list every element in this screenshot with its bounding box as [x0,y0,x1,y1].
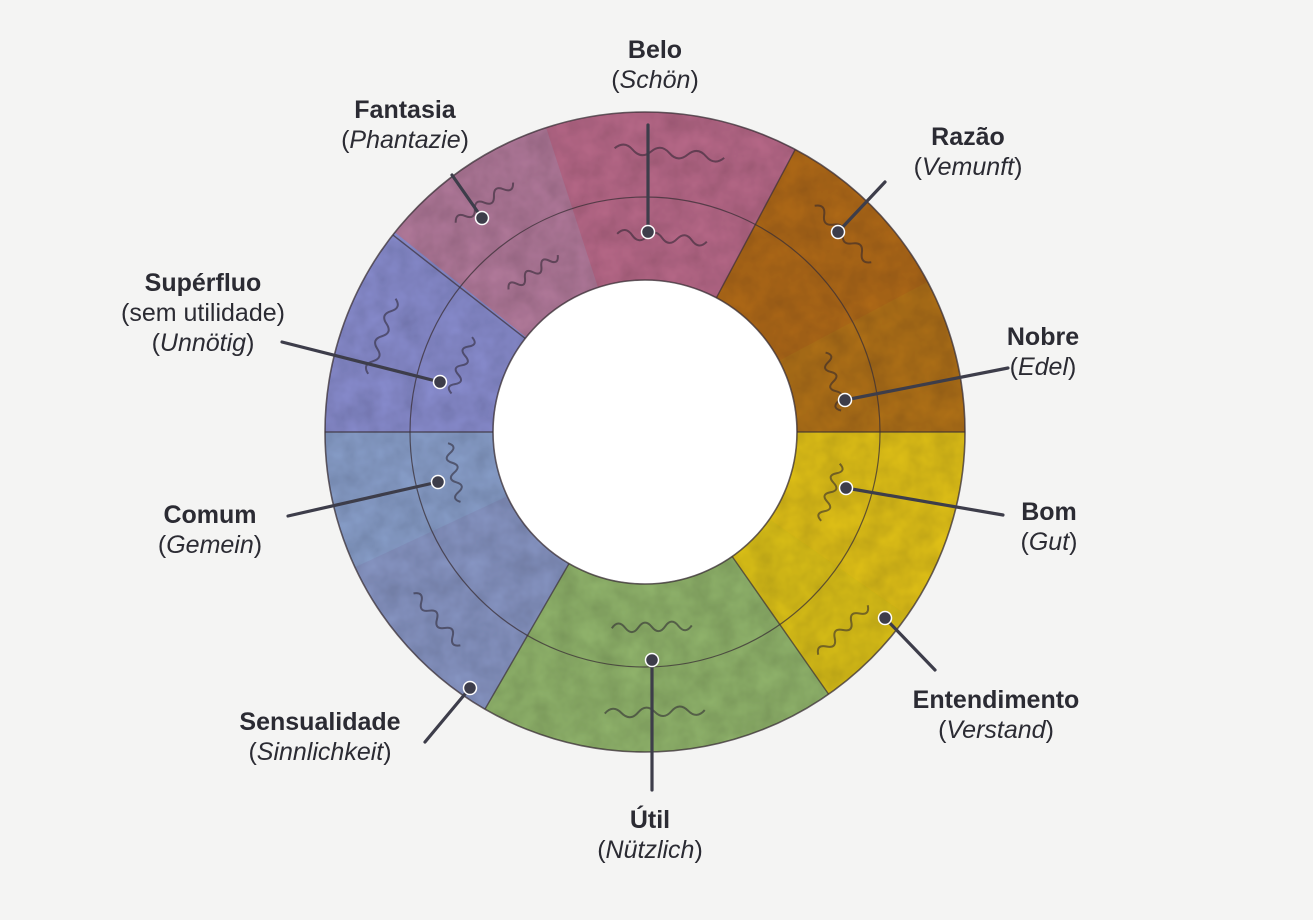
segment-divider [392,234,526,339]
label-fantasia: Fantasia (Phantazie) [341,96,469,154]
handwriting-mark [611,620,693,634]
label-entendimento: Entendimento (Verstand) [912,686,1080,744]
leader-line-fantasia [450,173,484,220]
handwriting-mark [613,143,725,163]
handwriting-mark [816,605,870,655]
leader-line-entendimento [883,616,937,672]
segment-bom [768,432,965,619]
label-razao: Razão (Vemunft) [913,123,1023,181]
leader-dot-razao [830,224,846,240]
label-superfluo-pt: Supérfluo [144,269,262,297]
handwriting-mark [454,182,515,223]
handwriting-mark [817,463,844,522]
label-util-de: Nützlich [605,836,695,864]
label-superfluo: Supérfluo (sem utilidade) (Unnötig) [121,269,285,357]
leader-line-nobre [843,366,1010,402]
leader-dot-nobre [837,392,853,408]
handwriting-mark [364,298,399,375]
leader-dot-fantasia [474,210,490,226]
label-belo-pt: Belo [627,36,683,64]
leader-dot-sensualidade [462,680,478,696]
label-sensualidade: Sensualidade (Sinnlichkeit) [239,708,401,766]
label-entendimento-pt: Entendimento [912,686,1080,714]
segment-comum [325,428,508,568]
label-sensualidade-de: Sinnlichkeit [256,738,384,766]
segment-divider [484,563,570,710]
leader-line-superfluo [280,340,442,384]
segment-fantasia [392,126,600,339]
label-nobre-pt: Nobre [1006,323,1080,351]
leader-dot-entendimento [877,610,893,626]
segment-nobre [779,281,966,436]
leader-line-sensualidade [423,686,472,744]
center-hole [494,281,796,583]
label-razao-pt: Razão [931,123,1005,151]
label-entendimento-de: Verstand [946,716,1046,744]
segment-entendimento [730,519,908,697]
label-bom-pt: Bom [1021,498,1077,526]
leader-dot-bom [838,480,854,496]
label-util-pt: Útil [629,806,671,834]
label-belo-de: Schön [619,66,691,94]
handwriting-mark [604,705,706,719]
segment-superfluo [325,232,527,432]
segment-divider [731,556,830,695]
label-comum: Comum (Gemein) [157,501,263,559]
segment-divider [715,149,796,299]
leader-line-bom [844,486,1005,517]
handwriting-mark [507,254,559,290]
label-nobre-de: Edel [1017,353,1069,381]
label-comum-pt: Comum [163,501,257,529]
label-superfluo-de: Unnötig [159,329,247,357]
label-util: Útil (Nützlich) [597,806,703,864]
label-fantasia-de: Phantazie [349,126,461,154]
leader-dot-util [644,652,660,668]
label-bom: Bom (Gut) [1020,498,1078,556]
segment-razao [716,149,930,363]
label-fantasia-pt: Fantasia [354,96,456,124]
label-bom-de: Gut [1028,528,1070,556]
leader-dot-superfluo [432,374,448,390]
label-comum-de: Gemein [166,531,254,559]
handwriting-mark [445,442,463,503]
label-belo: Belo (Schön) [611,36,699,94]
handwriting-mark [447,336,476,395]
leader-line-comum [286,480,440,518]
label-nobre: Nobre (Edel) [1006,323,1080,381]
segment-belo [546,112,799,299]
handwriting-mark [616,228,708,247]
label-superfluo-sub: sem utilidade [129,299,277,327]
leader-dot-belo [640,224,656,240]
label-razao-de: Vemunft [921,153,1015,181]
leader-dot-comum [430,474,446,490]
leader-line-razao [836,180,887,234]
handwriting-mark [413,592,461,647]
label-sensualidade-pt: Sensualidade [239,708,401,736]
